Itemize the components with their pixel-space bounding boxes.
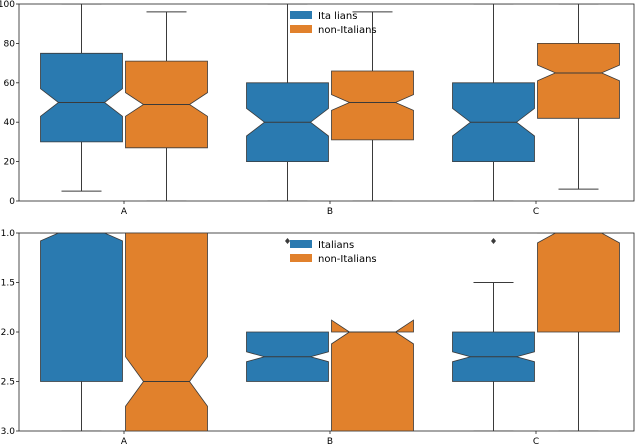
y-tick-label: 60 [4,79,16,89]
y-tick-label: 20 [4,158,16,168]
y-tick-label: 2.5 [1,378,15,388]
box-italians-a [40,4,123,192]
plot-area [40,233,620,431]
box-non-italians-a [125,233,208,431]
box-body [537,43,620,119]
y-tick-label: 80 [4,39,16,49]
y-tick-label: 40 [4,118,16,128]
y-tick-label: 3.0 [1,427,16,437]
box-italians-b [246,4,329,201]
box-body [40,52,123,143]
x-tick-label: B [327,207,333,217]
box-body [331,70,414,141]
legend-swatch [290,11,312,19]
y-tick-label: 1.0 [1,229,16,239]
box-non-italians-c [537,4,620,190]
box-body [125,233,208,431]
legend-swatch [290,240,312,248]
y-tick-label: 1.5 [1,279,15,289]
box-italians-b [246,238,329,382]
x-tick-label: A [121,207,128,217]
y-tick-label: 2.0 [1,328,16,338]
legend-swatch [290,25,312,33]
legend-label: non-Italians [318,25,377,36]
y-tick-label: 0 [9,197,15,207]
x-tick-label: A [121,437,128,445]
x-tick-label: B [327,437,333,445]
box-italians-c [452,238,535,431]
box-non-italians-b [331,319,414,431]
legend-swatch [290,254,312,262]
box-italians-a [40,233,123,431]
x-tick-label: C [533,437,539,445]
plot-area [40,4,620,201]
flier-point [285,238,290,244]
flier-point [491,238,496,244]
chart-panel-2: 1.0 1.5 2.0 2.5 3.0A B C Italians non-Italians [1,229,635,445]
box-italians-c [452,4,535,201]
box-body [331,319,414,431]
box-non-italians-b [331,11,414,201]
legend: Italians non-Italians [290,240,377,265]
y-tick-label: 100 [0,0,15,10]
box-body [40,233,123,382]
legend-label: non-Italians [318,254,377,265]
legend-label: Italians [318,240,354,251]
legend: Ita lians non-Italians [290,11,377,36]
box-non-italians-a [125,11,208,201]
x-tick-label: C [533,207,539,217]
box-body [537,233,620,333]
box-non-italians-c [537,233,620,431]
legend-label: Ita lians [318,11,357,22]
